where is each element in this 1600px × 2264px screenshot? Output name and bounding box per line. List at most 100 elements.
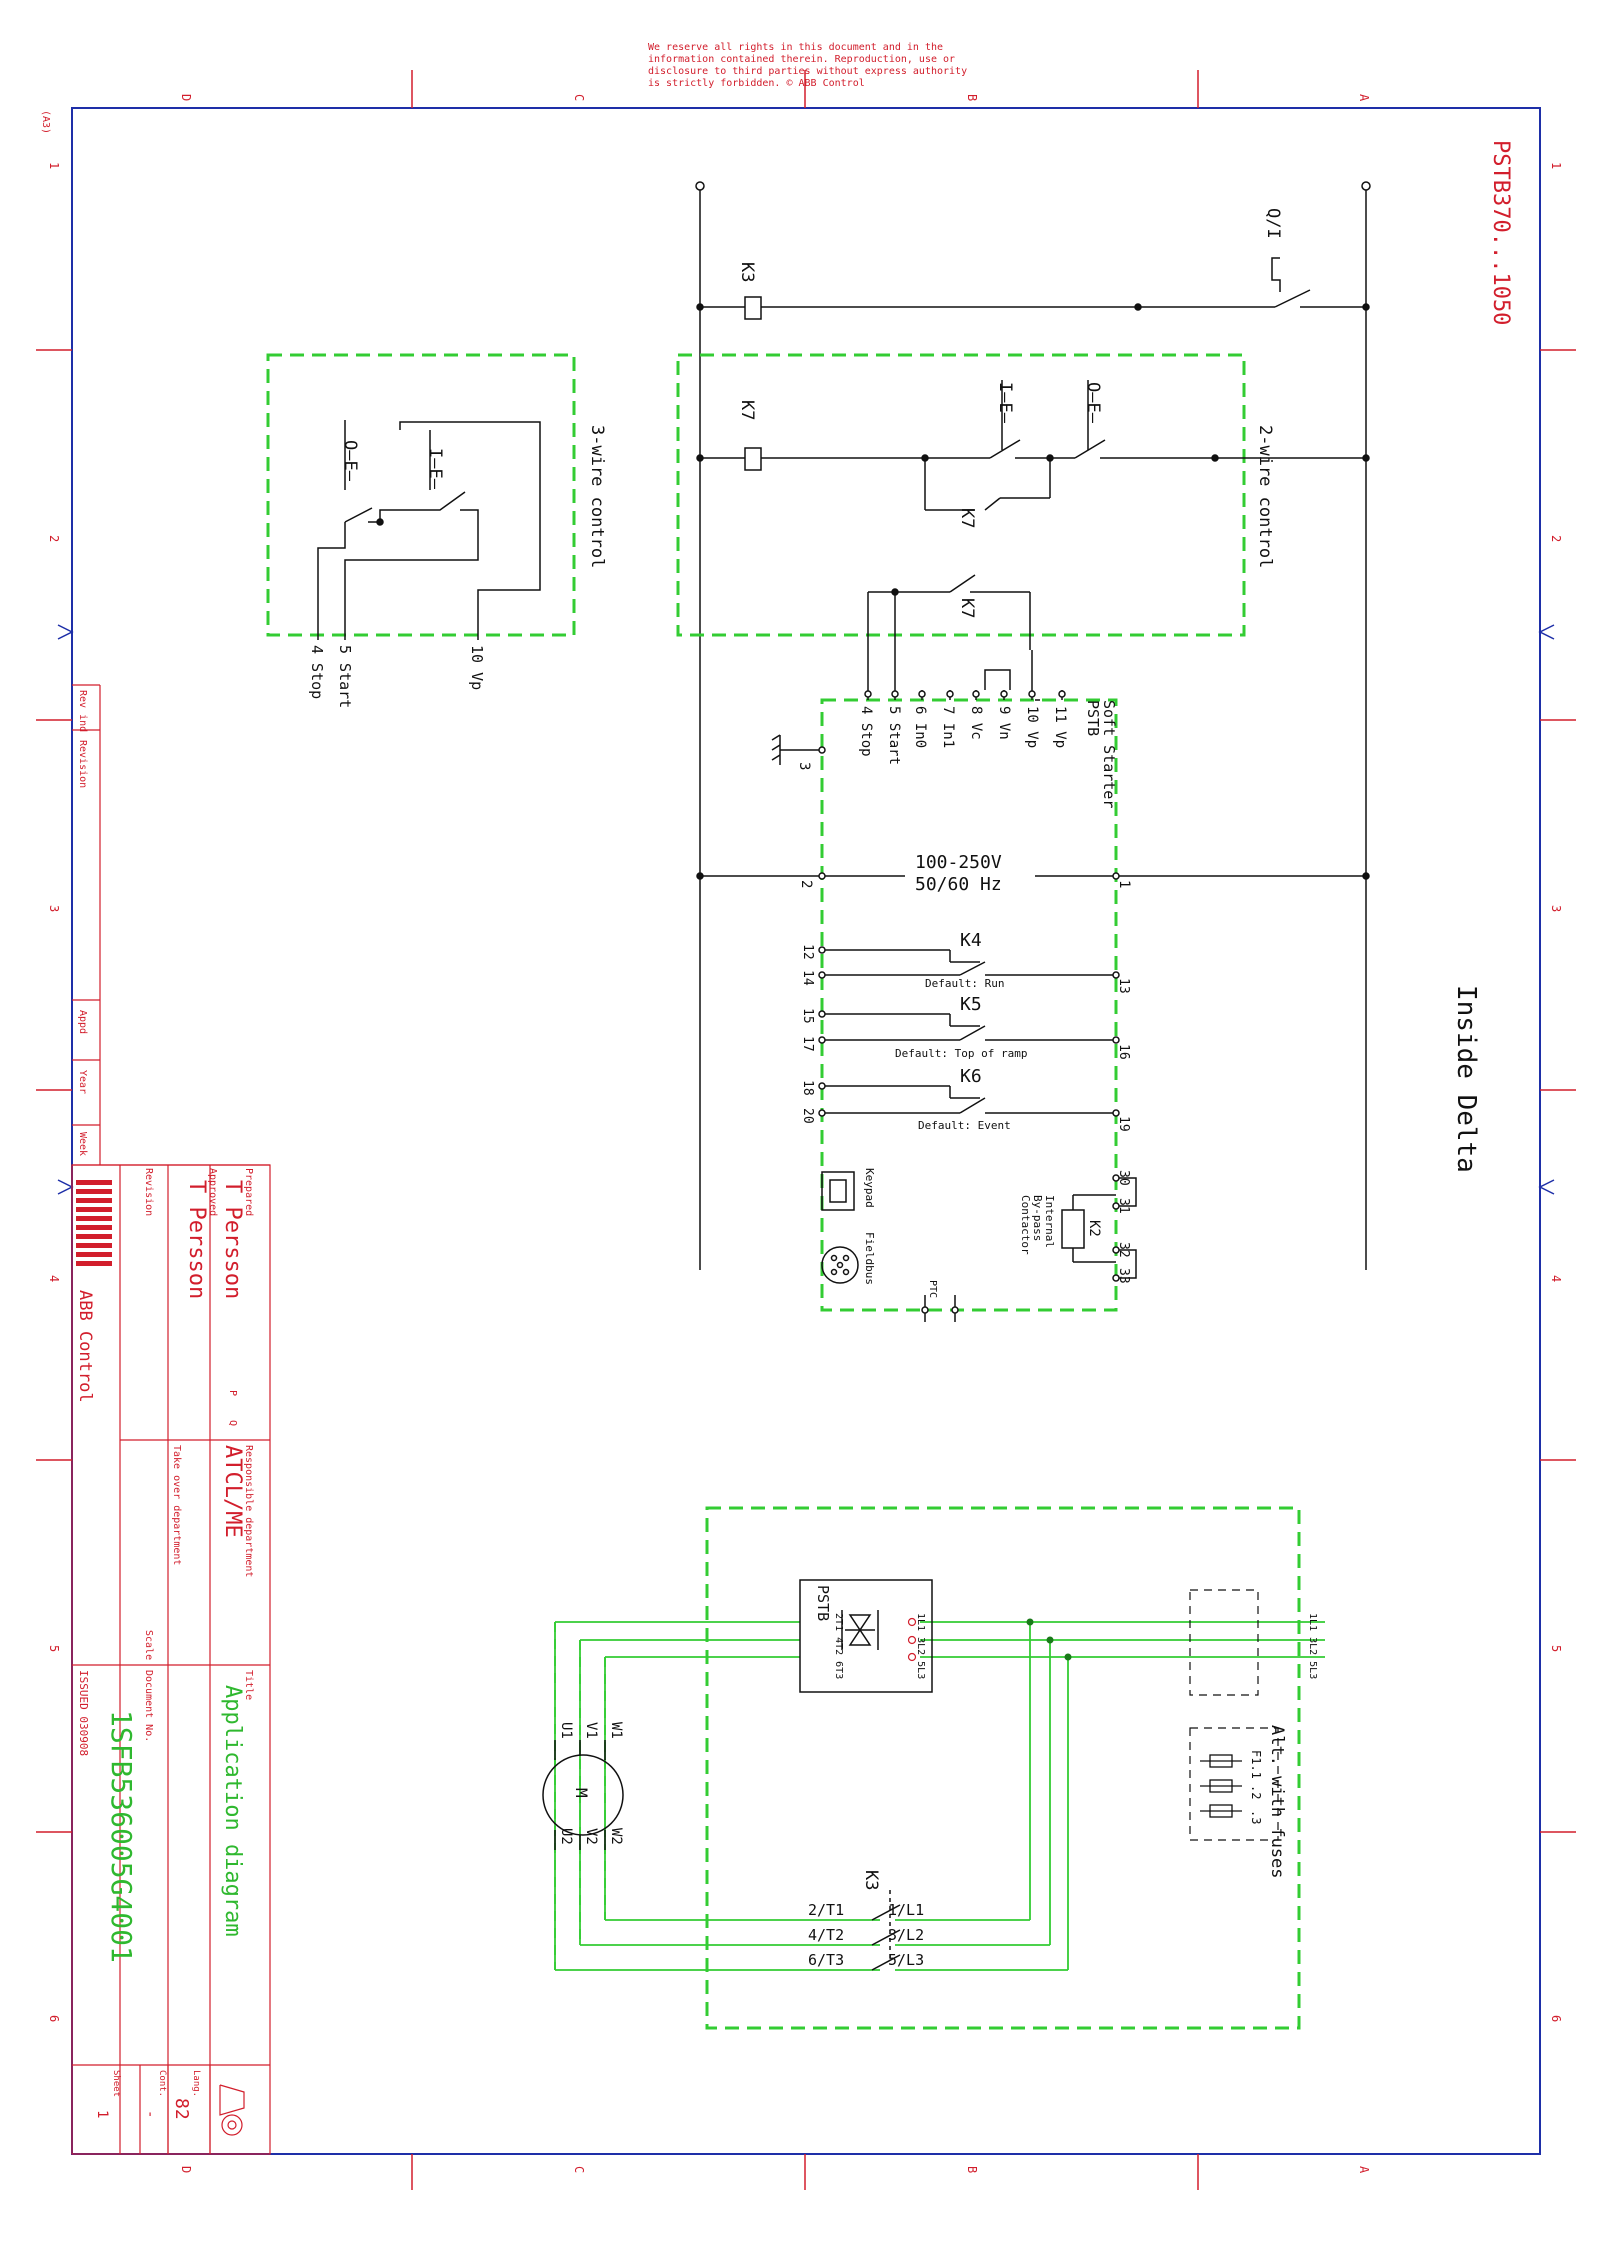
language-label: Lang. bbox=[191, 2070, 201, 2097]
document-number-value: 1SFB536005G4001 bbox=[105, 1710, 138, 1963]
pstb-unit-label: PSTB bbox=[814, 1585, 832, 1621]
row-number-left-3: 3 bbox=[47, 905, 61, 912]
input-terminals bbox=[864, 650, 1066, 701]
language-value: 82 bbox=[171, 2098, 192, 2120]
motor-terminal-w2: W2 bbox=[608, 1828, 624, 1845]
bypass-line-2: By-pass bbox=[1031, 1195, 1044, 1241]
fuse-f1-1: F1.1 bbox=[1249, 1750, 1263, 1779]
revision-field-label: Revision bbox=[143, 1168, 154, 1216]
col-letter-top-b: B bbox=[965, 94, 979, 101]
motor-terminal-u1: U1 bbox=[558, 1722, 574, 1739]
terminal-11-vp: 11 Vp bbox=[1052, 706, 1068, 748]
frame-ticks bbox=[36, 70, 1576, 2190]
terminal-5-start: 5 Start bbox=[886, 706, 902, 765]
row-number-left-1: 1 bbox=[47, 162, 61, 169]
line-terminals: 1L1 3L2 5L3 bbox=[1307, 1613, 1318, 1679]
terminal-7-in1: 7 In1 bbox=[940, 706, 956, 748]
pstb-input-terminals bbox=[907, 1617, 917, 1662]
terminal-6-in0: 6 In0 bbox=[912, 706, 928, 748]
sheet-value: 1 bbox=[94, 2110, 110, 2118]
drawing-frame bbox=[71, 107, 1541, 2155]
relay-k4-name: K4 bbox=[960, 930, 982, 951]
relay-k6 bbox=[818, 1082, 1120, 1117]
notice-line-4: is strictly forbidden. © ABB Control bbox=[648, 78, 865, 89]
bypass-terminal-32: 32 bbox=[1116, 1242, 1131, 1258]
ptc-label: PTC bbox=[927, 1280, 938, 1298]
relay-k4-terminal-13: 13 bbox=[1116, 978, 1131, 994]
two-wire-control-label: 2-wire control bbox=[1255, 425, 1275, 568]
notice-line-1: We reserve all rights in this document a… bbox=[648, 42, 943, 53]
prepared-value: T Persson bbox=[220, 1180, 245, 1299]
pstb-output-terminals: 2T1 4T2 6T3 bbox=[833, 1613, 844, 1679]
week-label: Week bbox=[77, 1132, 88, 1156]
k3-contact-3l2: 3/L2 bbox=[888, 1926, 924, 1944]
three-wire-pushbuttons: I—E— O—E— bbox=[340, 440, 445, 490]
col-letter-bottom-a: A bbox=[1357, 2166, 1371, 2174]
relay-k6-terminal-19: 19 bbox=[1116, 1116, 1131, 1132]
prepared-label: Prepared bbox=[243, 1168, 254, 1216]
continuation-value: - bbox=[142, 2110, 158, 2118]
three-wire-start-terminal: 5 Start bbox=[336, 645, 354, 708]
relay-k4 bbox=[818, 946, 1120, 979]
fuse-f1-3: .3 bbox=[1249, 1810, 1263, 1824]
motor-symbol: M bbox=[572, 1788, 591, 1798]
bypass-relay-k2: K2 bbox=[1086, 1220, 1102, 1237]
keypad-label: Keypad bbox=[863, 1168, 876, 1208]
fuses bbox=[1200, 1754, 1242, 1818]
motor-terminal-w1: W1 bbox=[608, 1722, 624, 1739]
motor-terminal-v2: V2 bbox=[583, 1828, 599, 1845]
relay-k5-name: K5 bbox=[960, 994, 982, 1015]
bypass-terminal-31: 31 bbox=[1116, 1198, 1131, 1214]
alt-fuses-box bbox=[1189, 1727, 1279, 1841]
relay-k6-terminal-20: 20 bbox=[800, 1108, 815, 1124]
relay-k6-default: Default: Event bbox=[918, 1119, 1011, 1132]
relay-k5-default: Default: Top of ramp bbox=[895, 1047, 1027, 1060]
col-letter-bottom-d: D bbox=[179, 2166, 193, 2173]
relay-k5-terminal-16: 16 bbox=[1116, 1044, 1131, 1060]
approved-value: T Persson bbox=[184, 1180, 209, 1299]
k3-contact-6t3: 6/T3 bbox=[808, 1951, 844, 1969]
ptc-terminals bbox=[921, 1295, 959, 1322]
revision-column-label: Revision bbox=[77, 740, 88, 788]
relay-k4-default: Default: Run bbox=[925, 977, 1004, 990]
row-number-right-5: 5 bbox=[1549, 1645, 1563, 1652]
brand-name: ABB Control bbox=[75, 1290, 95, 1403]
projection-symbol bbox=[219, 2084, 245, 2136]
row-number-right-4: 4 bbox=[1549, 1275, 1563, 1282]
notice-line-2: information contained therein. Reproduct… bbox=[648, 54, 955, 65]
k3-contact-5l3: 5/L3 bbox=[888, 1951, 924, 1969]
row-numbers: 1 2 3 4 5 6 1 2 3 4 5 6 bbox=[47, 162, 1563, 2022]
relay-k6-name: K6 bbox=[960, 1066, 982, 1087]
start-pushbutton-icon: I—E— bbox=[995, 382, 1015, 424]
notice-line-3: disclosure to third parties without expr… bbox=[648, 66, 967, 77]
responsible-dept-value: ATCL/ME bbox=[220, 1445, 245, 1538]
power-lines bbox=[554, 1621, 1325, 1971]
terminal-4-stop: 4 Stop bbox=[858, 706, 874, 757]
row-number-left-4: 4 bbox=[47, 1275, 61, 1282]
relay-k3-label: K3 bbox=[737, 262, 757, 282]
soft-starter-title: Soft Starter bbox=[1100, 700, 1118, 808]
power-line-dashes bbox=[554, 1622, 606, 1970]
motor bbox=[542, 1740, 624, 1850]
takeover-dept-label: Take over department bbox=[171, 1445, 182, 1565]
three-wire-control-label: 3-wire control bbox=[587, 425, 607, 568]
k3-contact-4t2: 4/T2 bbox=[808, 1926, 844, 1944]
two-wire-control-box bbox=[676, 353, 1246, 637]
fuse-f1-2: .2 bbox=[1249, 1785, 1263, 1799]
rev-ind-label: Rev ind bbox=[77, 690, 88, 732]
supply-frequency: 50/60 Hz bbox=[915, 874, 1002, 895]
relay-k4-terminal-12: 12 bbox=[800, 944, 815, 960]
relay-k6-terminal-18: 18 bbox=[800, 1080, 815, 1096]
row-number-left-2: 2 bbox=[47, 535, 61, 542]
bypass-terminal-33: 33 bbox=[1116, 1268, 1131, 1284]
supply-terminal-1: 1 bbox=[1116, 880, 1132, 888]
row-number-right-2: 2 bbox=[1549, 535, 1563, 542]
title-value: Application diagram bbox=[220, 1685, 245, 1937]
terminal-8-vc: 8 Vc bbox=[968, 706, 984, 740]
row-number-right-1: 1 bbox=[1549, 162, 1563, 169]
relay-k7-label: K7 bbox=[737, 400, 757, 420]
keypad-icon bbox=[821, 1171, 855, 1211]
q-mark: Q bbox=[227, 1420, 238, 1426]
bypass-line-1: Internal bbox=[1043, 1195, 1056, 1248]
fieldbus-label: Fieldbus bbox=[863, 1232, 876, 1285]
